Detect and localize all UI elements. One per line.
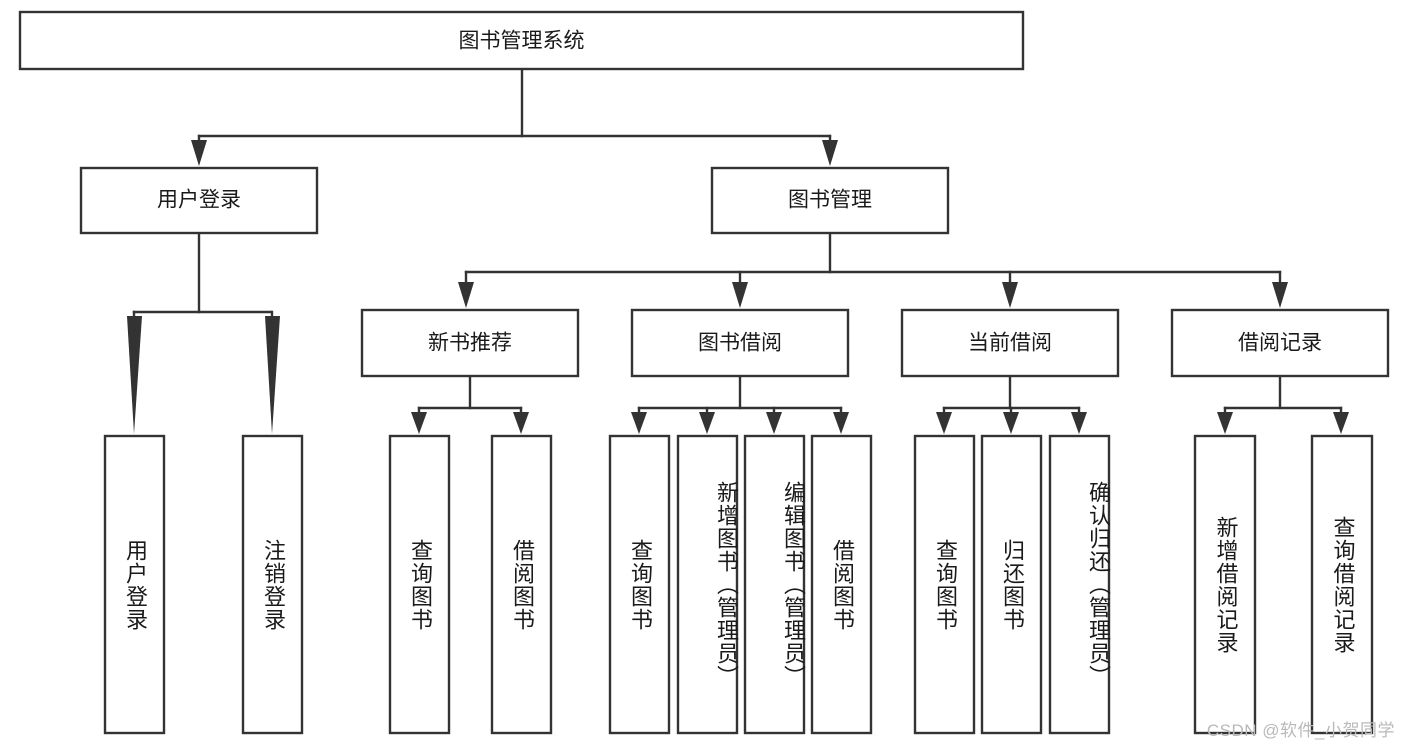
node-label-user-login: 用户登录 (157, 189, 241, 212)
arrow-head-borrow-record (1272, 282, 1288, 308)
node-box-borrow-record[interactable] (1170, 308, 1390, 378)
node-box-new-book-rec[interactable] (360, 308, 580, 378)
arrow-head-leaf-add-record (1217, 412, 1233, 434)
node-box-leaf-borrow-book-1[interactable] (490, 434, 553, 735)
arrow-head-leaf-confirm-return (1071, 412, 1087, 434)
arrow-head-leaf-return-book (1003, 412, 1019, 434)
arrow-head-current-borrow (1002, 282, 1018, 308)
arrow-head-book-manage (822, 140, 838, 166)
node-box-book-borrow[interactable] (630, 308, 850, 378)
node-box-user-login[interactable] (79, 166, 319, 235)
node-box-leaf-query-record[interactable] (1310, 434, 1374, 735)
node-label-root: 图书管理系统 (459, 30, 585, 53)
node-layer: 图书管理系统 用户登录 图书管理 新书推荐 图书借阅 当前借阅 借阅记录 (18, 10, 1390, 735)
node-box-leaf-query-book-2[interactable] (608, 434, 671, 735)
node-box-leaf-logout[interactable] (241, 434, 304, 735)
node-box-current-borrow[interactable] (900, 308, 1120, 378)
arrow-head-leaf-borrow-book-1 (513, 412, 529, 434)
node-box-leaf-confirm-return[interactable] (1048, 434, 1111, 735)
node-box-leaf-user-login[interactable] (103, 434, 166, 735)
node-label-new-book-rec: 新书推荐 (428, 332, 512, 355)
arrow-head-leaf-query-record (1333, 412, 1349, 434)
arrow-head-leaf-borrow-book-2 (833, 412, 849, 434)
arrow-head-leaf-query-book-1 (411, 412, 427, 434)
node-label-book-borrow: 图书借阅 (698, 332, 782, 355)
arrow-head-new-book-rec (458, 282, 474, 308)
node-box-leaf-edit-book[interactable] (743, 434, 806, 735)
node-box-leaf-query-book-3[interactable] (913, 434, 976, 735)
node-box-leaf-borrow-book-2[interactable] (810, 434, 873, 735)
arrow-head-leaf-add-book (699, 412, 715, 434)
node-box-root[interactable] (18, 10, 1025, 71)
node-box-leaf-return-book[interactable] (980, 434, 1043, 735)
connector-layer (127, 67, 1349, 434)
node-box-leaf-add-record[interactable] (1193, 434, 1257, 735)
arrow-head-book-borrow (732, 282, 748, 308)
node-box-leaf-query-book-1[interactable] (388, 434, 451, 735)
node-label-borrow-record: 借阅记录 (1238, 332, 1322, 355)
node-box-book-manage[interactable] (710, 166, 950, 235)
arrow-head-leaf-edit-book (766, 412, 782, 434)
csdn-watermark: CSDN @软件_小贺同学 (1206, 721, 1395, 740)
arrow-head-leaf-query-book-2 (631, 412, 647, 434)
node-box-leaf-add-book[interactable] (676, 434, 739, 735)
node-label-current-borrow: 当前借阅 (968, 332, 1052, 355)
arrow-head-user-login (191, 140, 207, 166)
node-label-book-manage: 图书管理 (788, 189, 872, 212)
arrow-head-leaf-query-book-3 (936, 412, 952, 434)
